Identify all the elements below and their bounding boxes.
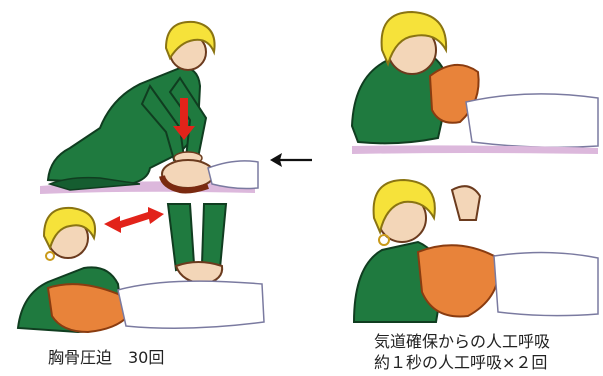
rescue-breath-caption-line1: 気道確保からの人工呼吸 — [374, 332, 551, 351]
compression-caption: 胸骨圧迫 30回 — [48, 348, 165, 367]
rescue-breath-illustration — [350, 10, 599, 154]
hand-position-illustration — [16, 203, 265, 334]
chest-compression-illustration — [40, 20, 259, 194]
ventilation-illustration — [352, 178, 599, 323]
rescue-breath-caption-line2: 約１秒の人工呼吸×２回 — [374, 353, 548, 372]
left-arrow-icon — [270, 153, 312, 167]
